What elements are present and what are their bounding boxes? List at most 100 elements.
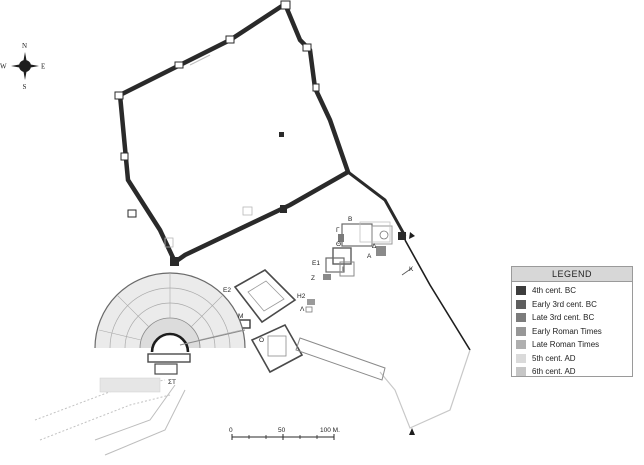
label-st: ΣΤ — [168, 379, 176, 386]
legend-item-label: 4th cent. BC — [532, 286, 577, 296]
wall-gate-bastion — [170, 257, 179, 266]
label-delta: Δ — [372, 243, 377, 250]
central-structure — [279, 132, 284, 137]
building-i — [339, 261, 355, 277]
legend-swatch — [516, 340, 526, 350]
label-e2: E2 — [223, 287, 231, 294]
label-theta: Θ — [336, 241, 341, 248]
theatre-aisle — [198, 329, 242, 341]
compass-east-label: E — [41, 63, 45, 71]
label-k: K — [409, 266, 414, 273]
west-building-group — [233, 269, 315, 324]
ruin-outline — [242, 206, 253, 216]
approach-roads — [34, 377, 186, 456]
south-arrow-marker — [409, 428, 415, 435]
legend-item: Late Roman Times — [516, 338, 628, 352]
wall-tower — [302, 43, 312, 52]
legend-swatch — [516, 313, 526, 323]
legend-item-label: 6th cent. AD — [532, 367, 576, 377]
legend: LEGEND 4th cent. BC Early 3rd cent. BC Lat… — [511, 266, 633, 377]
building-o-inner — [267, 335, 287, 357]
wall-tower — [127, 209, 137, 218]
wall-tower — [114, 91, 124, 100]
road-surface — [99, 377, 161, 393]
gate-arrow-marker — [409, 232, 415, 239]
theatre-aisle — [116, 294, 150, 328]
wall-tower — [225, 35, 235, 44]
east-wall-segment — [347, 170, 407, 237]
building-b — [341, 223, 373, 247]
building-theta — [332, 247, 352, 265]
legend-items: 4th cent. BC Early 3rd cent. BC Late 3rd c… — [512, 282, 632, 379]
road-edge — [104, 389, 186, 456]
building-e2 — [233, 269, 297, 324]
east-gate-tower — [398, 232, 406, 240]
theatre-skene — [154, 363, 178, 375]
compass-north-label: N — [22, 42, 27, 50]
theatre-aisle — [98, 329, 142, 341]
legend-item-label: Late Roman Times — [532, 340, 600, 350]
wall-tower — [312, 83, 320, 92]
label-gamma: Γ — [336, 227, 340, 234]
theatre-aisle — [190, 294, 224, 328]
ruin-outline — [164, 237, 174, 248]
fortification-wall — [114, 0, 351, 266]
scale-label-0: 0 — [229, 427, 233, 434]
retaining-wall — [179, 329, 246, 346]
legend-item: 5th cent. AD — [516, 352, 628, 366]
site-labels: B Γ Θ Δ A K E1 I Z E2 H2 Λ M O ΣΤ — [168, 216, 414, 386]
wall-tower — [120, 152, 129, 161]
scale-bar: 0 50 100 M. — [229, 427, 340, 440]
label-a: A — [367, 253, 372, 260]
compass-west-label: W — [0, 63, 7, 71]
legend-item: Late 3rd cent. BC — [516, 311, 628, 325]
compass-arrow-west — [11, 63, 25, 69]
label-h2: H2 — [297, 293, 306, 300]
legend-title: LEGEND — [512, 267, 632, 282]
legend-swatch — [516, 299, 526, 309]
late-wall-segment — [404, 239, 471, 351]
label-i: I — [342, 266, 344, 273]
legend-item: 4th cent. BC — [516, 284, 628, 298]
legend-item-label: Early Roman Times — [532, 326, 602, 336]
legend-item-label: Late 3rd cent. BC — [532, 313, 595, 323]
wall-inner-tower — [280, 205, 287, 213]
building-lambda — [305, 306, 313, 313]
legend-swatch — [516, 286, 526, 296]
stoa-building — [295, 337, 386, 381]
legend-item: 6th cent. AD — [516, 365, 628, 379]
label-lambda: Λ — [300, 306, 305, 313]
compass-arrow-south — [22, 66, 28, 80]
compass-rose: N S W E — [0, 42, 45, 91]
faint-wall-trace — [189, 54, 211, 66]
south-building-group — [238, 319, 386, 381]
legend-swatch — [516, 367, 526, 377]
faint-enclosure — [359, 221, 391, 243]
building-a — [376, 246, 386, 256]
marker-line-k — [401, 267, 413, 276]
late-enclosure-faint — [379, 349, 471, 429]
legend-item-label: Early 3rd cent. BC — [532, 299, 597, 309]
compass-arrow-east — [25, 63, 39, 69]
label-o: O — [259, 337, 264, 344]
building-e2-inner — [247, 280, 285, 312]
theatre — [94, 272, 246, 375]
wall-tower — [280, 0, 291, 10]
label-z: Z — [311, 275, 315, 282]
wall-tower — [174, 61, 184, 69]
building-gamma — [338, 234, 344, 242]
eastern-wall — [347, 170, 471, 435]
legend-swatch — [516, 353, 526, 363]
label-b: B — [348, 216, 352, 223]
building-e1 — [325, 257, 345, 273]
apse-structure — [379, 230, 389, 240]
label-e1: E1 — [312, 260, 320, 267]
theatre-stage — [147, 353, 191, 363]
road-edge — [39, 394, 171, 441]
building-delta — [371, 225, 393, 245]
legend-item-label: 5th cent. AD — [532, 353, 576, 363]
building-h2 — [307, 299, 315, 305]
compass-arrow-north — [22, 52, 28, 66]
